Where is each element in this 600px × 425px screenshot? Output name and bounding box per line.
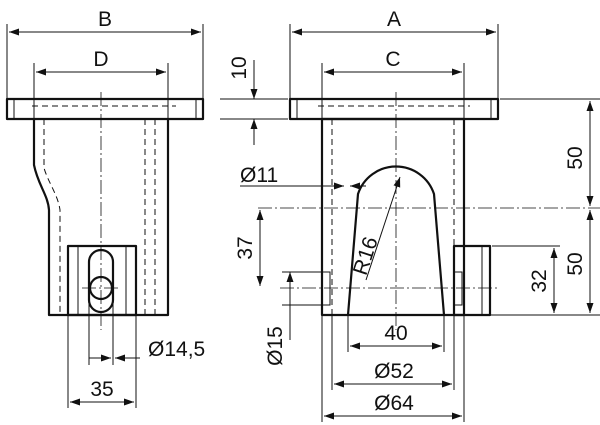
dim-slot-height-label: 37	[234, 236, 257, 259]
side-view	[5, 92, 205, 330]
dim-slot-width-label: Ø14,5	[148, 338, 205, 361]
dim-rib-width-label: 40	[384, 322, 407, 345]
dim-boss-offset-label: 32	[528, 269, 551, 292]
dim-c-label: C	[385, 48, 400, 71]
dim-flange-thickness-label: 10	[228, 56, 251, 79]
dim-a-label: A	[387, 8, 401, 31]
front-body	[320, 117, 466, 317]
front-flange	[288, 97, 500, 121]
side-body	[32, 119, 170, 317]
front-view	[258, 92, 600, 330]
dim-pin-hole-label: Ø15	[264, 326, 287, 366]
dim-base-outer-label: Ø64	[374, 392, 414, 415]
dim-b-label: B	[98, 8, 112, 31]
dimensions: B D A C 10 50 50 32	[6, 8, 600, 422]
dim-boss-width-label: 35	[90, 378, 113, 401]
side-flange	[5, 97, 205, 121]
dim-base-inner-label: Ø52	[374, 360, 414, 383]
dim-d-label: D	[93, 48, 108, 71]
dim-hole-small-label: Ø11	[240, 164, 278, 187]
side-boss	[66, 244, 138, 317]
dim-lower-height-label: 50	[564, 252, 587, 275]
dim-upper-height-label: 50	[564, 146, 587, 169]
